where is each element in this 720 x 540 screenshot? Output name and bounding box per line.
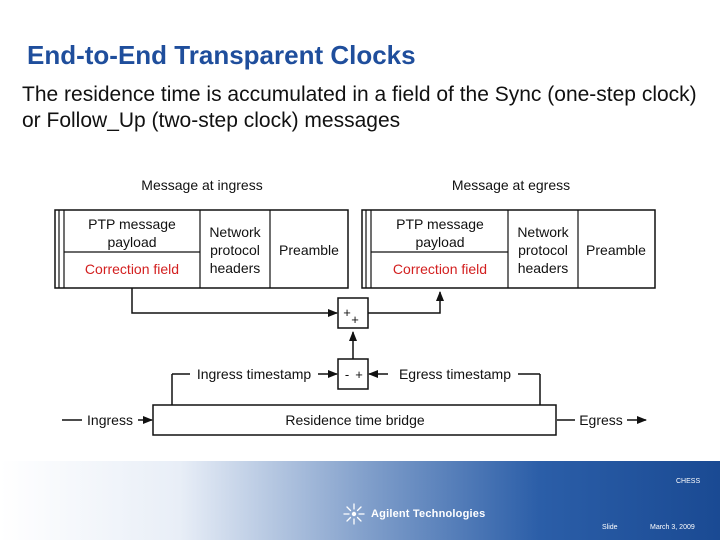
ingress-correction-field: Correction field <box>85 261 179 277</box>
transparent-clock-diagram: Message at ingress Message at egress PTP… <box>54 177 656 436</box>
egress-heading: Message at egress <box>452 177 570 193</box>
agilent-logo: Agilent Technologies <box>343 503 485 525</box>
egress-timestamp-label: Egress timestamp <box>399 366 511 382</box>
subtractor-plus: + <box>355 367 363 382</box>
adder-to-egress-correction-arrow <box>367 291 444 314</box>
egress-payload-line2: payload <box>415 234 464 250</box>
page-subtitle: The residence time is accumulated in a f… <box>22 83 697 132</box>
ingress-headers-line3: headers <box>210 260 261 276</box>
egress-payload-line1: PTP message <box>396 216 484 232</box>
egress-flow-label: Egress <box>579 412 623 428</box>
ingress-message: PTP message payload Correction field Net… <box>54 209 349 289</box>
egress-headers-line1: Network <box>517 224 569 240</box>
page-title: End-to-End Transparent Clocks <box>27 40 416 70</box>
subtractor-minus: - <box>345 367 349 382</box>
ingress-headers-line2: protocol <box>210 242 260 258</box>
adder-plus-2: + <box>351 312 359 327</box>
agilent-spark-icon <box>343 503 365 525</box>
adder-plus-1: + <box>343 305 351 320</box>
egress-preamble: Preamble <box>586 242 646 258</box>
ingress-heading: Message at ingress <box>141 177 262 193</box>
ingress-preamble: Preamble <box>279 242 339 258</box>
residence-time-bridge: Residence time bridge <box>152 404 557 436</box>
ingress-payload-line2: payload <box>107 234 156 250</box>
egress-headers-line2: protocol <box>518 242 568 258</box>
ingress-flow-label: Ingress <box>87 412 133 428</box>
correction-to-adder-arrow <box>131 288 338 317</box>
egress-headers-line3: headers <box>518 260 569 276</box>
footer-date: March 3, 2009 <box>650 524 695 531</box>
footer-band <box>0 461 720 540</box>
ingress-headers-line1: Network <box>209 224 261 240</box>
timestamp-subtractor: - + <box>337 358 369 390</box>
ingress-timestamp-label: Ingress timestamp <box>197 366 312 382</box>
residence-adder: + + <box>337 297 369 329</box>
footer-slide-label: Slide <box>602 524 618 531</box>
footer-chess: CHESS <box>676 478 701 485</box>
egress-message: PTP message payload Correction field Net… <box>361 209 656 289</box>
egress-correction-field: Correction field <box>393 261 487 277</box>
bridge-label: Residence time bridge <box>285 412 425 428</box>
logo-text: Agilent Technologies <box>371 508 486 520</box>
ingress-payload-line1: PTP message <box>88 216 176 232</box>
